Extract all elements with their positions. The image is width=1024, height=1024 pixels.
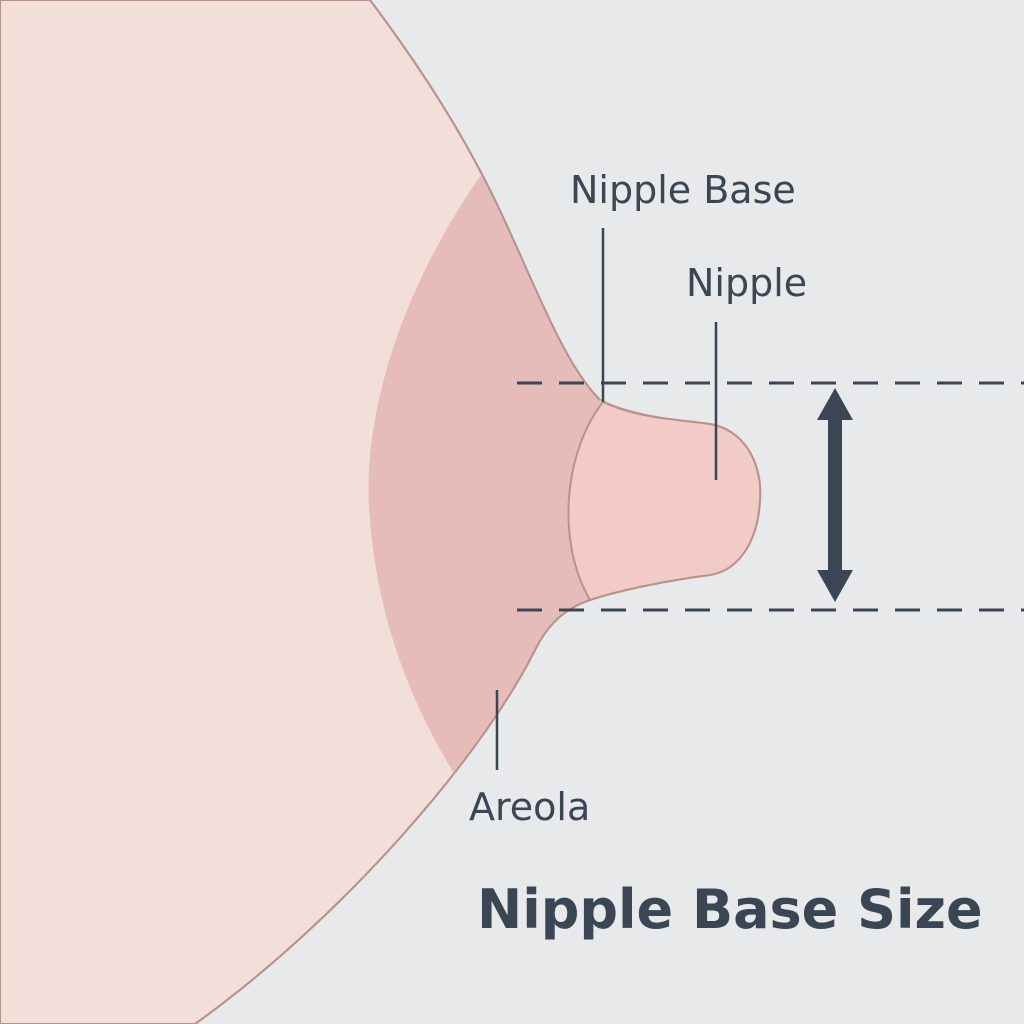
nipple-base-label: Nipple Base (570, 168, 796, 212)
areola-label: Areola (469, 785, 590, 829)
nipple-label: Nipple (686, 261, 807, 305)
nipple-shape (567, 400, 762, 602)
diagram-title: Nipple Base Size (477, 878, 983, 941)
breast-outline (194, 0, 601, 1024)
double-arrow-icon (817, 388, 853, 602)
